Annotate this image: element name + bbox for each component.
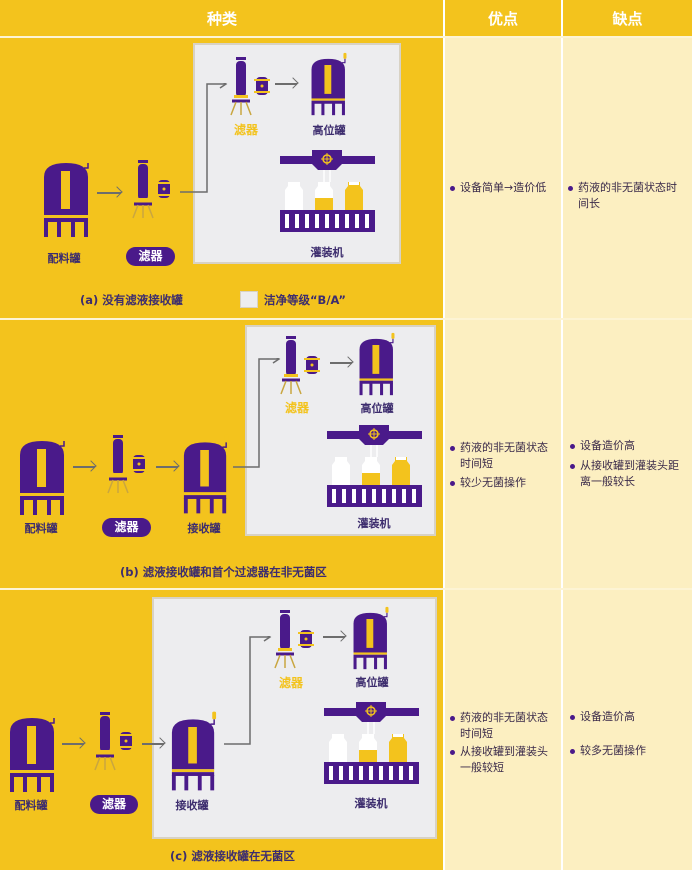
arrow-icon bbox=[62, 743, 84, 745]
mix-tank-icon bbox=[42, 155, 92, 237]
caption-a: (a) 没有滤液接收罐 bbox=[80, 293, 183, 307]
divider bbox=[0, 36, 692, 38]
pro-item: 设备简单→造价低 bbox=[450, 180, 562, 196]
divider bbox=[443, 0, 445, 870]
pro-item: 药液的非无菌状态时间短 bbox=[450, 440, 558, 472]
receive-tank-label: 接收罐 bbox=[175, 799, 209, 812]
arrow-icon bbox=[275, 83, 297, 85]
filler-label: 灌装机 bbox=[310, 246, 344, 259]
pro-item: 药液的非无菌状态时间短 bbox=[450, 710, 558, 742]
pro-item: 较少无菌操作 bbox=[450, 475, 562, 491]
filling-machine-icon bbox=[327, 425, 422, 509]
filter-label: 滤器 bbox=[233, 123, 259, 137]
mix-tank-icon bbox=[18, 433, 68, 515]
arrow-icon bbox=[330, 362, 352, 364]
filter-icon bbox=[105, 435, 149, 495]
filter-label: 滤器 bbox=[284, 401, 310, 415]
high-tank-label: 高位罐 bbox=[355, 676, 389, 689]
legend-swatch bbox=[240, 291, 258, 308]
filter-icon bbox=[92, 712, 136, 772]
filter-label-pill: 滤器 bbox=[90, 795, 138, 814]
flow-pipe bbox=[233, 358, 281, 468]
pro-item: 从接收罐到灌装头一般较短 bbox=[450, 744, 558, 776]
flow-pipe bbox=[180, 83, 228, 193]
filter-label-pill: 滤器 bbox=[126, 247, 175, 266]
con-item: 药液的非无菌状态时间长 bbox=[568, 180, 680, 212]
divider bbox=[0, 318, 692, 320]
mix-tank-label: 配料罐 bbox=[47, 252, 81, 265]
arrow-icon bbox=[97, 192, 121, 194]
caption-b: (b) 滤液接收罐和首个过滤器在非无菌区 bbox=[120, 565, 327, 579]
filter-icon bbox=[130, 160, 174, 220]
mix-tank-label: 配料罐 bbox=[24, 522, 58, 535]
filter-label: 滤器 bbox=[278, 676, 304, 690]
arrow-icon bbox=[73, 466, 95, 468]
filter-icon bbox=[272, 610, 316, 670]
caption-c: (c) 滤液接收罐在无菌区 bbox=[170, 849, 295, 863]
filler-label: 灌装机 bbox=[357, 517, 391, 530]
receive-tank-icon bbox=[182, 433, 230, 515]
header-pros: 优点 bbox=[445, 0, 561, 36]
pros-cons-background bbox=[445, 0, 692, 870]
mix-tank-label: 配料罐 bbox=[14, 799, 48, 812]
con-item: 较多无菌操作 bbox=[570, 743, 682, 759]
legend-label: 洁净等级“B/A” bbox=[264, 293, 346, 307]
receive-tank-icon bbox=[170, 710, 218, 792]
high-tank-icon bbox=[310, 52, 348, 116]
arrow-icon bbox=[142, 743, 164, 745]
filter-label-pill: 滤器 bbox=[102, 518, 151, 537]
filler-label: 灌装机 bbox=[354, 797, 388, 810]
header-type: 种类 bbox=[0, 0, 444, 36]
filling-machine-icon bbox=[280, 150, 375, 234]
arrow-icon bbox=[156, 466, 178, 468]
filter-icon bbox=[228, 57, 272, 117]
high-tank-label: 高位罐 bbox=[312, 124, 346, 137]
high-tank-icon bbox=[358, 332, 396, 396]
high-tank-icon bbox=[352, 606, 390, 670]
con-item: 设备造价高 bbox=[570, 438, 682, 454]
arrow-icon bbox=[323, 636, 345, 638]
con-item: 设备造价高 bbox=[570, 709, 682, 725]
divider bbox=[561, 0, 563, 870]
mix-tank-icon bbox=[8, 710, 58, 792]
receive-tank-label: 接收罐 bbox=[187, 522, 221, 535]
divider bbox=[0, 588, 692, 590]
flow-pipe bbox=[224, 636, 272, 745]
clean-zone-panel bbox=[152, 597, 437, 839]
header-cons: 缺点 bbox=[563, 0, 692, 36]
filling-machine-icon bbox=[324, 702, 419, 786]
filter-icon bbox=[278, 336, 322, 396]
high-tank-label: 高位罐 bbox=[360, 402, 394, 415]
con-item: 从接收罐到灌装头距离一般较长 bbox=[570, 458, 682, 490]
